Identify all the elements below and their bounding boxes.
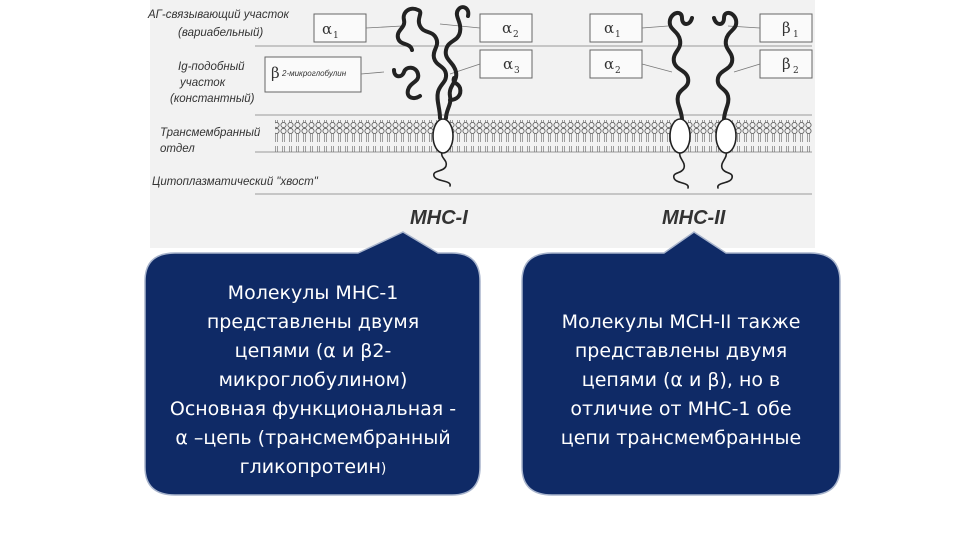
mhc2-beta2-symbol: β bbox=[782, 55, 791, 73]
mhc2-beta-transmembrane-helix bbox=[715, 118, 737, 154]
mhc1-beta2m bbox=[392, 65, 422, 100]
mhc1-cytoplasmic-tail bbox=[433, 151, 451, 187]
bubble-left-line-7: гликопротеин) bbox=[148, 453, 478, 484]
mhc2-label-boxes bbox=[589, 13, 813, 79]
mhc1-alpha3-symbol: α bbox=[503, 55, 513, 73]
label-ig-like-1: Ig-подобный bbox=[178, 61, 245, 73]
bubble-left-shape bbox=[144, 231, 481, 496]
bubble-left-line-2: представлены двумя bbox=[206, 311, 420, 333]
mhc2-beta1-symbol: β bbox=[782, 19, 791, 37]
mhc1-alpha2-symbol: α bbox=[502, 19, 512, 37]
mhc2-beta-tail bbox=[717, 151, 734, 189]
bubble-left-line-7-tail: ) bbox=[380, 461, 387, 477]
label-ag-binding-2: (вариабельный) bbox=[178, 27, 263, 39]
bubble-left-line-6: α –цепь (трансмембранный bbox=[175, 427, 451, 449]
bubble-right-text: Молекулы МСН-II также представлены двумя… bbox=[526, 308, 836, 453]
label-ag-binding-1: АГ-связывающий участок bbox=[147, 9, 289, 21]
mhc2-alpha1-symbol: α bbox=[604, 19, 614, 37]
mhc1-alpha1-symbol: α bbox=[322, 20, 332, 38]
mhc1-transmembrane-helix bbox=[432, 118, 454, 154]
mhc1-beta-symbol: β bbox=[271, 64, 280, 82]
bubble-right-shape bbox=[521, 231, 841, 496]
bubble-right-line-4: отличие от МНС-1 обе bbox=[570, 398, 792, 420]
mhc1-label-boxes bbox=[264, 13, 533, 93]
bubble-left-line-7-main: гликопротеин bbox=[239, 456, 381, 478]
mhc2-alpha-transmembrane-helix bbox=[669, 118, 691, 154]
mhc1-alpha3-sub: 3 bbox=[514, 66, 520, 76]
mhc2-alpha2-sub: 2 bbox=[615, 66, 621, 76]
bubble-left-line-5: Основная функциональная - bbox=[169, 398, 457, 420]
region-labels: АГ-связывающий участок (вариабельный) Ig… bbox=[147, 9, 319, 188]
mhc2-alpha1-sub: 1 bbox=[615, 30, 621, 40]
bubble-right-line-1: Молекулы МСН-II также bbox=[561, 311, 801, 333]
label-cytoplasmic: Цитоплазматический "хвост" bbox=[152, 176, 319, 188]
mhc1-beta-sub: 2-микроглобулин bbox=[281, 69, 347, 78]
mhc2-title: МНС-II bbox=[662, 207, 726, 229]
mhc2-beta1-sub: 1 bbox=[793, 30, 799, 40]
mhc2-molecule bbox=[667, 11, 739, 189]
bubble-left-line-4: микроглобулином) bbox=[218, 369, 408, 391]
bubble-left-line-1: Молекулы МНС-1 bbox=[227, 282, 399, 304]
label-transmembrane-1: Трансмембранный bbox=[160, 127, 261, 139]
mhc1-alpha2-domain bbox=[443, 5, 471, 120]
label-transmembrane-2: отдел bbox=[160, 143, 195, 155]
bubble-left-text: Молекулы МНС-1 представлены двумя цепями… bbox=[148, 279, 478, 484]
bubble-right-line-5: цепи трансмембранные bbox=[560, 427, 802, 449]
mhc1-molecule bbox=[392, 5, 471, 187]
mhc2-alpha2-symbol: α bbox=[604, 55, 614, 73]
label-ig-like-3: (константный) bbox=[170, 93, 255, 105]
mhc1-alpha1-sub: 1 bbox=[333, 31, 339, 41]
mhc2-beta-chain bbox=[712, 11, 739, 122]
bubble-right-line-3: цепями (α и β), но в bbox=[581, 369, 781, 391]
mhc1-title: МНС-I bbox=[410, 207, 468, 229]
bubble-right-line-2: представлены двумя bbox=[574, 340, 788, 362]
bubble-left-line-3: цепями (α и β2- bbox=[234, 340, 392, 362]
mhc2-alpha-tail bbox=[672, 151, 689, 189]
mhc1-alpha1-domain bbox=[395, 6, 449, 120]
mhc2-alpha-chain bbox=[667, 11, 694, 122]
mhc1-alpha2-sub: 2 bbox=[513, 30, 519, 40]
mhc1-alpha3-domain bbox=[448, 76, 463, 102]
label-ig-like-2: участок bbox=[179, 77, 226, 89]
mhc2-beta2-sub: 2 bbox=[793, 66, 799, 76]
